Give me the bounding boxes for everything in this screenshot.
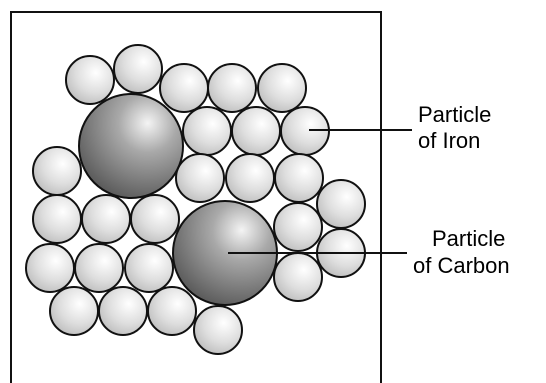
small-particle (65, 55, 115, 105)
small-particles-group (25, 44, 366, 355)
small-particle (32, 146, 82, 196)
small-particle (175, 153, 225, 203)
small-particle (147, 286, 197, 336)
container-box (10, 11, 382, 383)
carbon-label-line1: Particle (432, 226, 505, 251)
small-particle (257, 63, 307, 113)
small-particle (124, 243, 174, 293)
small-particle (193, 305, 243, 355)
large-particle-upper (78, 93, 184, 199)
small-particle (49, 286, 99, 336)
small-particle (316, 179, 366, 229)
iron-label-line2: of Iron (418, 128, 480, 153)
iron-label-line1: Particle (418, 102, 491, 127)
carbon-label-line2: of Carbon (413, 253, 510, 278)
small-particle (25, 243, 75, 293)
small-particle (130, 194, 180, 244)
small-particle (207, 63, 257, 113)
small-particle (113, 44, 163, 94)
small-particle (81, 194, 131, 244)
small-particle (273, 252, 323, 302)
small-particle (74, 243, 124, 293)
small-particle (225, 153, 275, 203)
small-particle (273, 202, 323, 252)
small-particle (274, 153, 324, 203)
small-particle (32, 194, 82, 244)
small-particle (98, 286, 148, 336)
small-particle (159, 63, 209, 113)
small-particle (231, 106, 281, 156)
small-particle (182, 106, 232, 156)
